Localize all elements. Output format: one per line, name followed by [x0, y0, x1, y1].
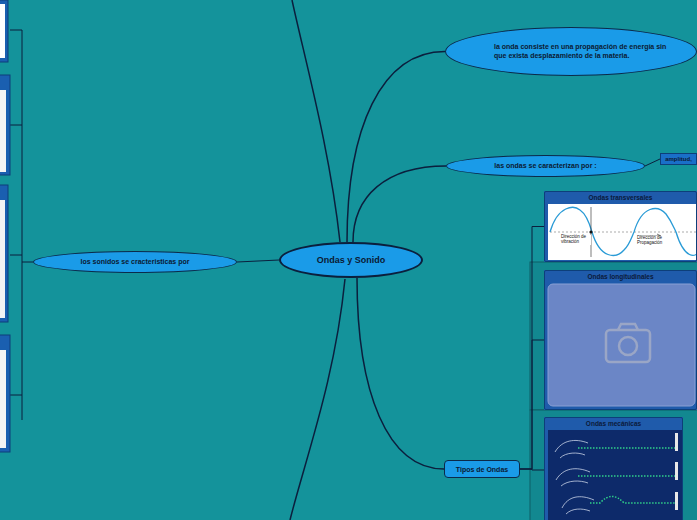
central-topic: Ondas y Sonido: [279, 242, 423, 278]
image-card: Ondas transversalesDirección de vibració…: [544, 191, 697, 262]
camera-icon: [618, 324, 638, 330]
connector: [520, 469, 544, 470]
partial-card-image: [0, 350, 6, 448]
image-label: Dirección de vibración: [561, 235, 591, 245]
node-text: Tipos de Ondas: [456, 466, 508, 473]
wall-bar: [675, 433, 678, 451]
spring-coil: [578, 448, 676, 503]
image-frame: [548, 430, 683, 520]
sine-wave: [550, 207, 697, 255]
connector: [520, 340, 544, 469]
connector: [237, 260, 279, 262]
group-panel: [530, 410, 697, 520]
camera-icon: [619, 337, 637, 355]
node-text: los sonidos se cracteristicas por: [45, 258, 225, 266]
group-panel: [530, 262, 697, 410]
subtopic-box: amplitud,: [660, 153, 697, 165]
topic-box: Tipos de Ondas: [444, 460, 520, 478]
connector: [645, 159, 660, 166]
image-card: Ondas longitudinales: [544, 270, 697, 410]
topic-ellipse: las ondas se caracterizan por :: [446, 155, 645, 177]
card-bg: [544, 417, 683, 520]
card-title: Ondas transversales: [545, 192, 696, 203]
axis-line: [550, 232, 697, 233]
node-text: las ondas se caracterizan por :: [458, 162, 633, 170]
node-text: amplitud,: [665, 156, 692, 162]
partial-card: [0, 185, 8, 322]
card-bg: [544, 270, 697, 410]
partial-card-image: [0, 4, 5, 58]
hand-sketch: [555, 440, 594, 514]
branch-line: [10, 30, 33, 420]
branch-line: [292, 0, 340, 242]
partial-card: [0, 335, 10, 452]
connector: [353, 166, 446, 242]
image-placeholder: [548, 284, 695, 406]
card-title: Ondas mecánicas: [545, 418, 682, 429]
partial-card-image: [0, 200, 5, 318]
image-card: Ondas mecánicas: [544, 417, 683, 520]
partial-card: [0, 75, 10, 175]
wall-bar: [675, 462, 678, 480]
partial-card: [0, 0, 8, 62]
topic-ellipse: la onda consiste en una propagación de e…: [445, 27, 697, 76]
branch-line: [290, 279, 345, 520]
camera-icon: [606, 330, 650, 362]
image-label: Dirección de Propagación: [637, 236, 671, 246]
connector: [347, 52, 445, 243]
particle-dot: [589, 230, 592, 233]
topic-ellipse: los sonidos se cracteristicas por: [33, 251, 237, 273]
node-text: Ondas y Sonido: [291, 255, 411, 265]
card-title: Ondas longitudinales: [545, 271, 696, 282]
connector: [520, 227, 544, 470]
node-text: la onda consiste en una propagación de e…: [494, 43, 669, 59]
connector: [357, 278, 444, 469]
partial-card-image: [0, 90, 6, 172]
wall-bar: [675, 492, 678, 510]
